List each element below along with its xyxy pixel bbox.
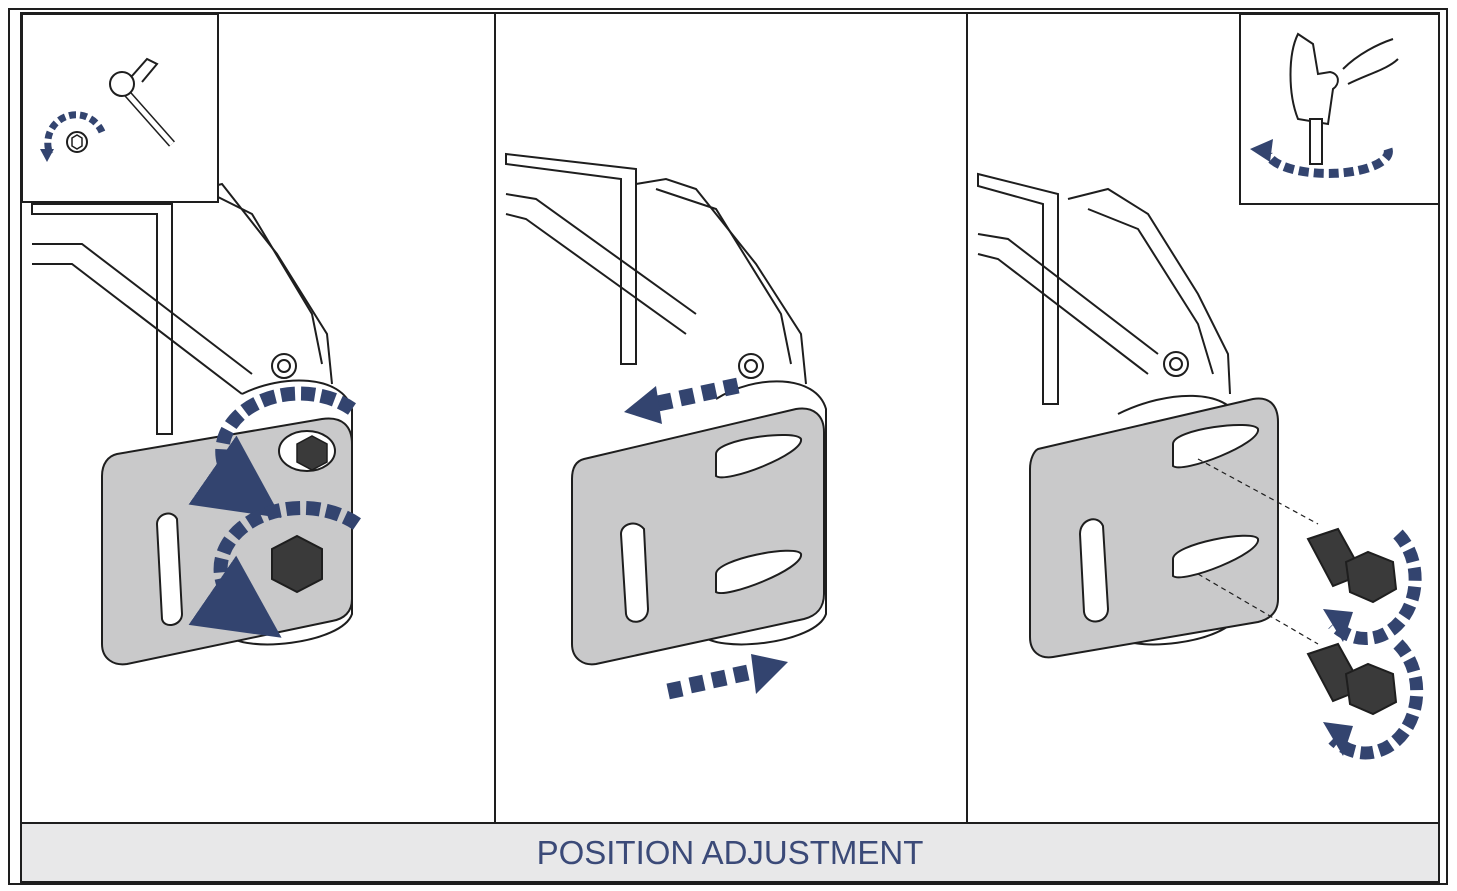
panel-step-3 xyxy=(966,14,1438,832)
loosen-arrow-lower xyxy=(188,500,361,638)
caption-bar: POSITION ADJUSTMENT xyxy=(20,822,1440,883)
panel-1-illustration xyxy=(22,14,361,666)
tighten-arrowhead-lower xyxy=(1323,722,1353,756)
mounting-plate xyxy=(1029,397,1279,659)
panel-step-2 xyxy=(494,14,966,832)
ratchet-wrench-loosen-icon xyxy=(22,14,219,203)
tighten-arrowhead-upper xyxy=(1323,609,1353,642)
tighten-arrow-upper xyxy=(1328,529,1422,646)
caption-title: POSITION ADJUSTMENT xyxy=(536,833,924,871)
bolt-upper xyxy=(296,435,328,471)
panel-3-illustration xyxy=(977,14,1438,760)
hand-tighten-icon xyxy=(1239,14,1438,205)
panel-row xyxy=(20,12,1440,832)
panel-step-1 xyxy=(22,14,494,832)
bolt-lower xyxy=(1306,642,1398,716)
tighten-arrow-lower xyxy=(1328,639,1424,760)
bolt-path-lines xyxy=(1197,458,1319,645)
instruction-frame: POSITION ADJUSTMENT xyxy=(8,8,1448,885)
mounting-plate xyxy=(571,407,825,666)
bolt-lower xyxy=(271,534,323,594)
bolt-upper xyxy=(1306,527,1398,604)
slide-arrow-down-right xyxy=(666,654,788,700)
panel-2-illustration xyxy=(505,152,827,700)
loosen-arrow-upper xyxy=(188,386,356,519)
slide-arrow-up-left xyxy=(624,377,740,424)
